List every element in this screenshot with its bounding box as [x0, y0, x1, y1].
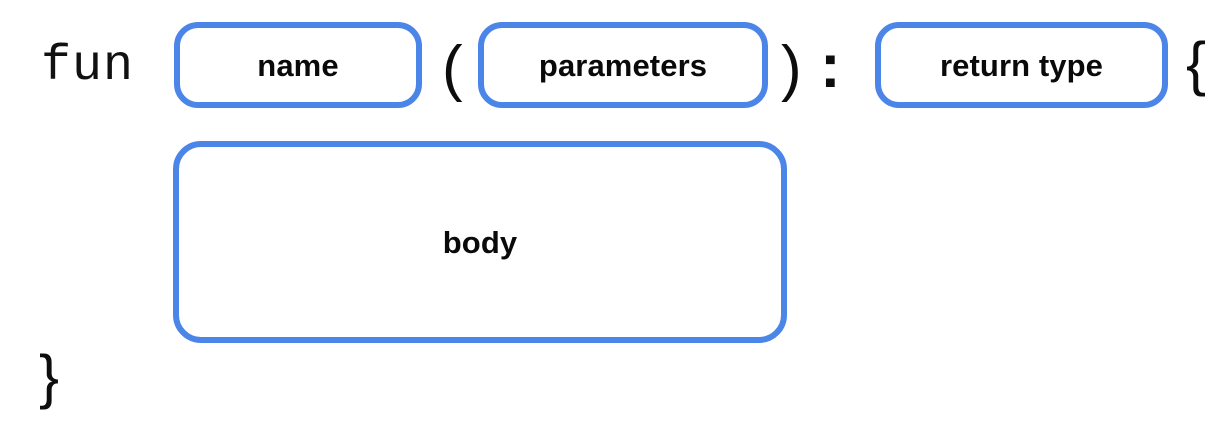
slot-name-label: name — [257, 47, 339, 83]
slot-parameters-label: parameters — [538, 47, 708, 83]
paren-open-glyph: ( — [442, 34, 463, 103]
slot-return-type-label: return type — [939, 47, 1104, 83]
colon-glyph: : — [820, 32, 841, 101]
slot-name[interactable]: name — [174, 22, 422, 108]
slot-body-label: body — [442, 224, 518, 260]
keyword-fun: fun — [41, 38, 135, 95]
brace-open-glyph: { — [1186, 30, 1207, 97]
slot-body[interactable]: body — [173, 141, 787, 343]
slot-parameters[interactable]: parameters — [478, 22, 768, 108]
slot-return-type[interactable]: return type — [875, 22, 1168, 108]
brace-close-glyph: } — [39, 343, 60, 410]
paren-close-glyph: ) — [781, 34, 802, 103]
